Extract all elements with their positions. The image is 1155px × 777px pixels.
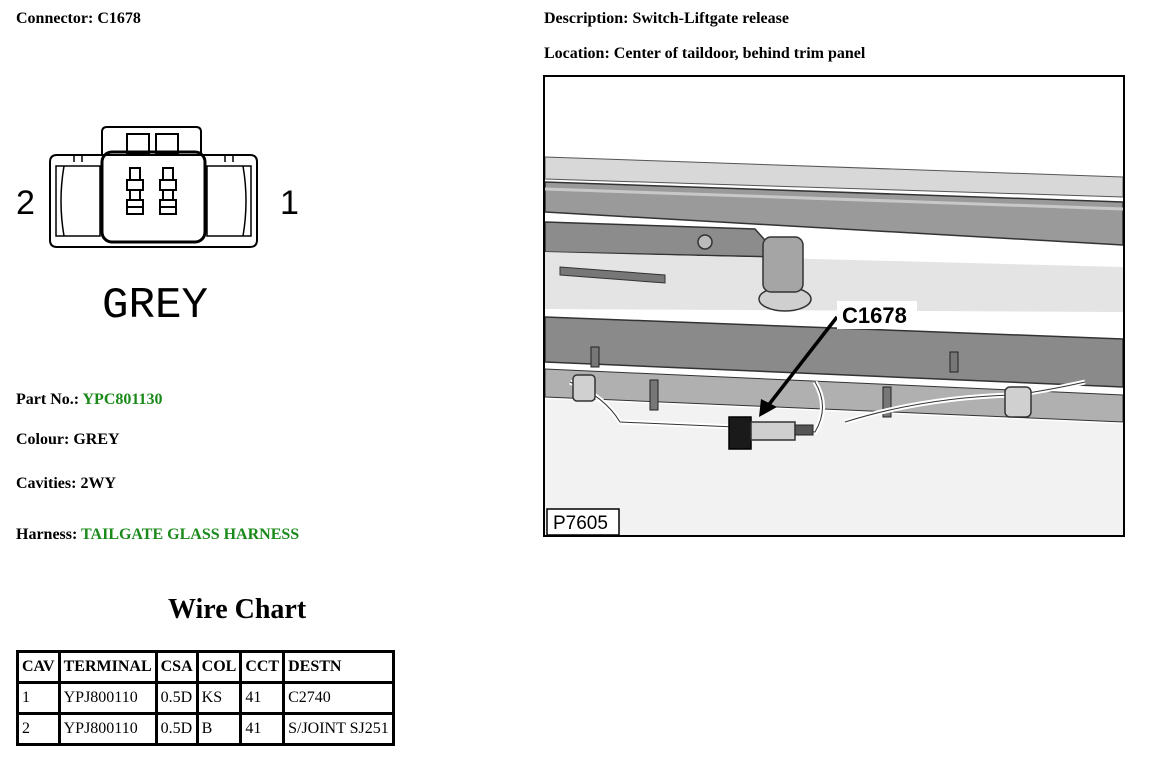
cell-cav: 2 <box>16 712 61 746</box>
cell-col: KS <box>195 681 243 715</box>
location-photo: C1678 P7605 <box>543 75 1125 537</box>
table-header-row: CAV TERMINAL CSA COL CCT DESTN <box>16 650 395 684</box>
colour-value: GREY <box>73 431 120 448</box>
connector-value: C1678 <box>97 10 141 27</box>
wire-chart-title: Wire Chart <box>168 594 307 625</box>
cell-destn: S/JOINT SJ251 <box>282 712 395 746</box>
cell-col: B <box>195 712 243 746</box>
header-destn: DESTN <box>282 650 395 684</box>
cavities-value: 2WY <box>80 475 116 492</box>
cell-csa: 0.5D <box>154 681 199 715</box>
cavities-field: Cavities: 2WY <box>16 475 116 493</box>
photo-callout-label: C1678 <box>842 303 907 328</box>
header-csa: CSA <box>154 650 199 684</box>
description-value: Switch-Liftgate release <box>632 10 789 27</box>
header-terminal: TERMINAL <box>57 650 158 684</box>
location-value: Center of taildoor, behind trim panel <box>613 45 866 62</box>
location-label: Location: <box>544 45 610 62</box>
header-col: COL <box>195 650 243 684</box>
cell-cct: 41 <box>239 681 286 715</box>
harness-field: Harness: TAILGATE GLASS HARNESS <box>16 526 299 544</box>
header-cct: CCT <box>239 650 286 684</box>
connector-face-diagram: 2 1 GREY <box>16 126 299 331</box>
cell-cav: 1 <box>16 681 61 715</box>
connector-label: Connector: <box>16 10 94 27</box>
part-no-field: Part No.: YPC801130 <box>16 391 163 409</box>
cell-terminal: YPJ800110 <box>57 681 158 715</box>
description-field: Description: Switch-Liftgate release <box>544 10 789 28</box>
description-label: Description: <box>544 10 629 27</box>
header-cav: CAV <box>16 650 61 684</box>
location-illustration: C1678 P7605 <box>545 77 1123 535</box>
diagram-colour-label: GREY <box>102 281 208 331</box>
cavities-label: Cavities: <box>16 475 77 492</box>
pin-label-right: 1 <box>280 184 299 222</box>
connector-field: Connector: C1678 <box>16 10 141 28</box>
cell-terminal: YPJ800110 <box>57 712 158 746</box>
cell-destn: C2740 <box>282 681 395 715</box>
harness-label: Harness: <box>16 526 78 543</box>
table-row: 2 YPJ800110 0.5D B 41 S/JOINT SJ251 <box>16 712 395 746</box>
pin-label-left: 2 <box>16 184 35 222</box>
wire-chart-table: CAV TERMINAL CSA COL CCT DESTN 1 YPJ8001… <box>16 650 395 746</box>
harness-link[interactable]: TAILGATE GLASS HARNESS <box>81 526 300 543</box>
colour-field: Colour: GREY <box>16 431 120 449</box>
part-no-label: Part No.: <box>16 391 80 408</box>
cell-csa: 0.5D <box>154 712 199 746</box>
table-row: 1 YPJ800110 0.5D KS 41 C2740 <box>16 681 395 715</box>
part-no-link[interactable]: YPC801130 <box>82 391 163 408</box>
location-field: Location: Center of taildoor, behind tri… <box>544 45 865 63</box>
colour-label: Colour: <box>16 431 70 448</box>
photo-figure-id: P7605 <box>553 513 608 534</box>
cell-cct: 41 <box>239 712 286 746</box>
